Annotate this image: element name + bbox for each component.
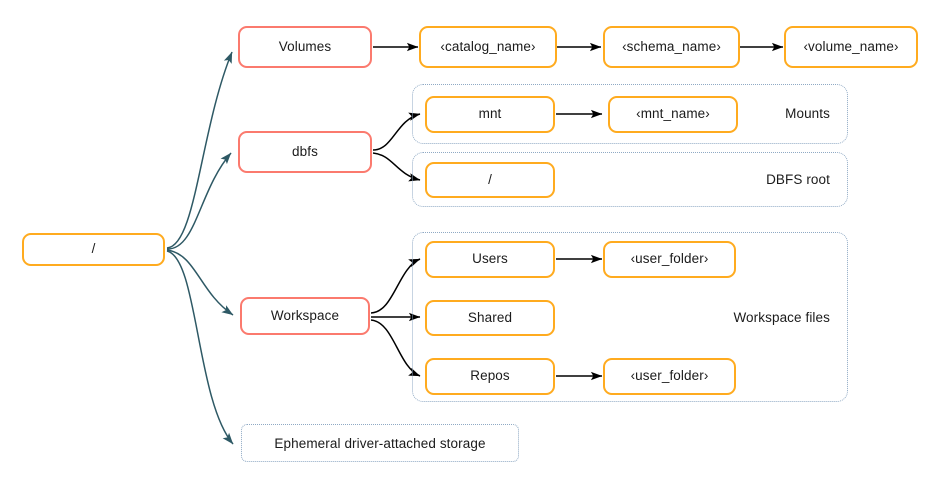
- node-volumes-label: Volumes: [278, 38, 332, 54]
- node-root-label: /: [91, 241, 96, 257]
- node-catalog-name[interactable]: ‹catalog_name›: [419, 26, 557, 68]
- node-dbfs-root-slash[interactable]: /: [425, 162, 555, 198]
- node-users-label: Users: [472, 251, 508, 267]
- node-mnt-name[interactable]: ‹mnt_name›: [608, 96, 738, 133]
- node-volumes[interactable]: Volumes: [238, 26, 372, 68]
- node-mnt-name-label: ‹mnt_name›: [636, 106, 710, 122]
- node-repos[interactable]: Repos: [425, 358, 555, 395]
- node-workspace[interactable]: Workspace: [240, 297, 370, 335]
- node-dbfs-label: dbfs: [292, 143, 318, 159]
- node-ephemeral-storage-label: Ephemeral driver-attached storage: [274, 435, 486, 451]
- node-repos-user-folder-label: ‹user_folder›: [630, 368, 709, 384]
- node-dbfs[interactable]: dbfs: [238, 131, 372, 173]
- node-volume-name[interactable]: ‹volume_name›: [784, 26, 918, 68]
- group-mounts-label: Mounts: [785, 106, 830, 121]
- node-repos-label: Repos: [470, 368, 510, 384]
- node-shared[interactable]: Shared: [425, 300, 555, 336]
- node-users-user-folder-label: ‹user_folder›: [630, 251, 709, 267]
- group-workspace-files-label: Workspace files: [733, 310, 830, 325]
- node-workspace-label: Workspace: [270, 307, 340, 323]
- node-root[interactable]: /: [22, 233, 165, 266]
- node-shared-label: Shared: [467, 309, 513, 325]
- node-catalog-name-label: ‹catalog_name›: [440, 38, 536, 54]
- root-edges: [166, 51, 234, 445]
- node-volume-name-label: ‹volume_name›: [803, 38, 899, 54]
- node-schema-name-label: ‹schema_name›: [622, 38, 721, 54]
- node-users[interactable]: Users: [425, 241, 555, 278]
- node-mnt-label: mnt: [478, 106, 502, 122]
- group-dbfs-root-label: DBFS root: [766, 172, 830, 187]
- node-schema-name[interactable]: ‹schema_name›: [603, 26, 740, 68]
- node-mnt[interactable]: mnt: [425, 96, 555, 133]
- node-ephemeral-storage[interactable]: Ephemeral driver-attached storage: [241, 424, 519, 462]
- node-dbfs-root-slash-label: /: [488, 171, 492, 187]
- node-repos-user-folder[interactable]: ‹user_folder›: [603, 358, 736, 395]
- node-users-user-folder[interactable]: ‹user_folder›: [603, 241, 736, 278]
